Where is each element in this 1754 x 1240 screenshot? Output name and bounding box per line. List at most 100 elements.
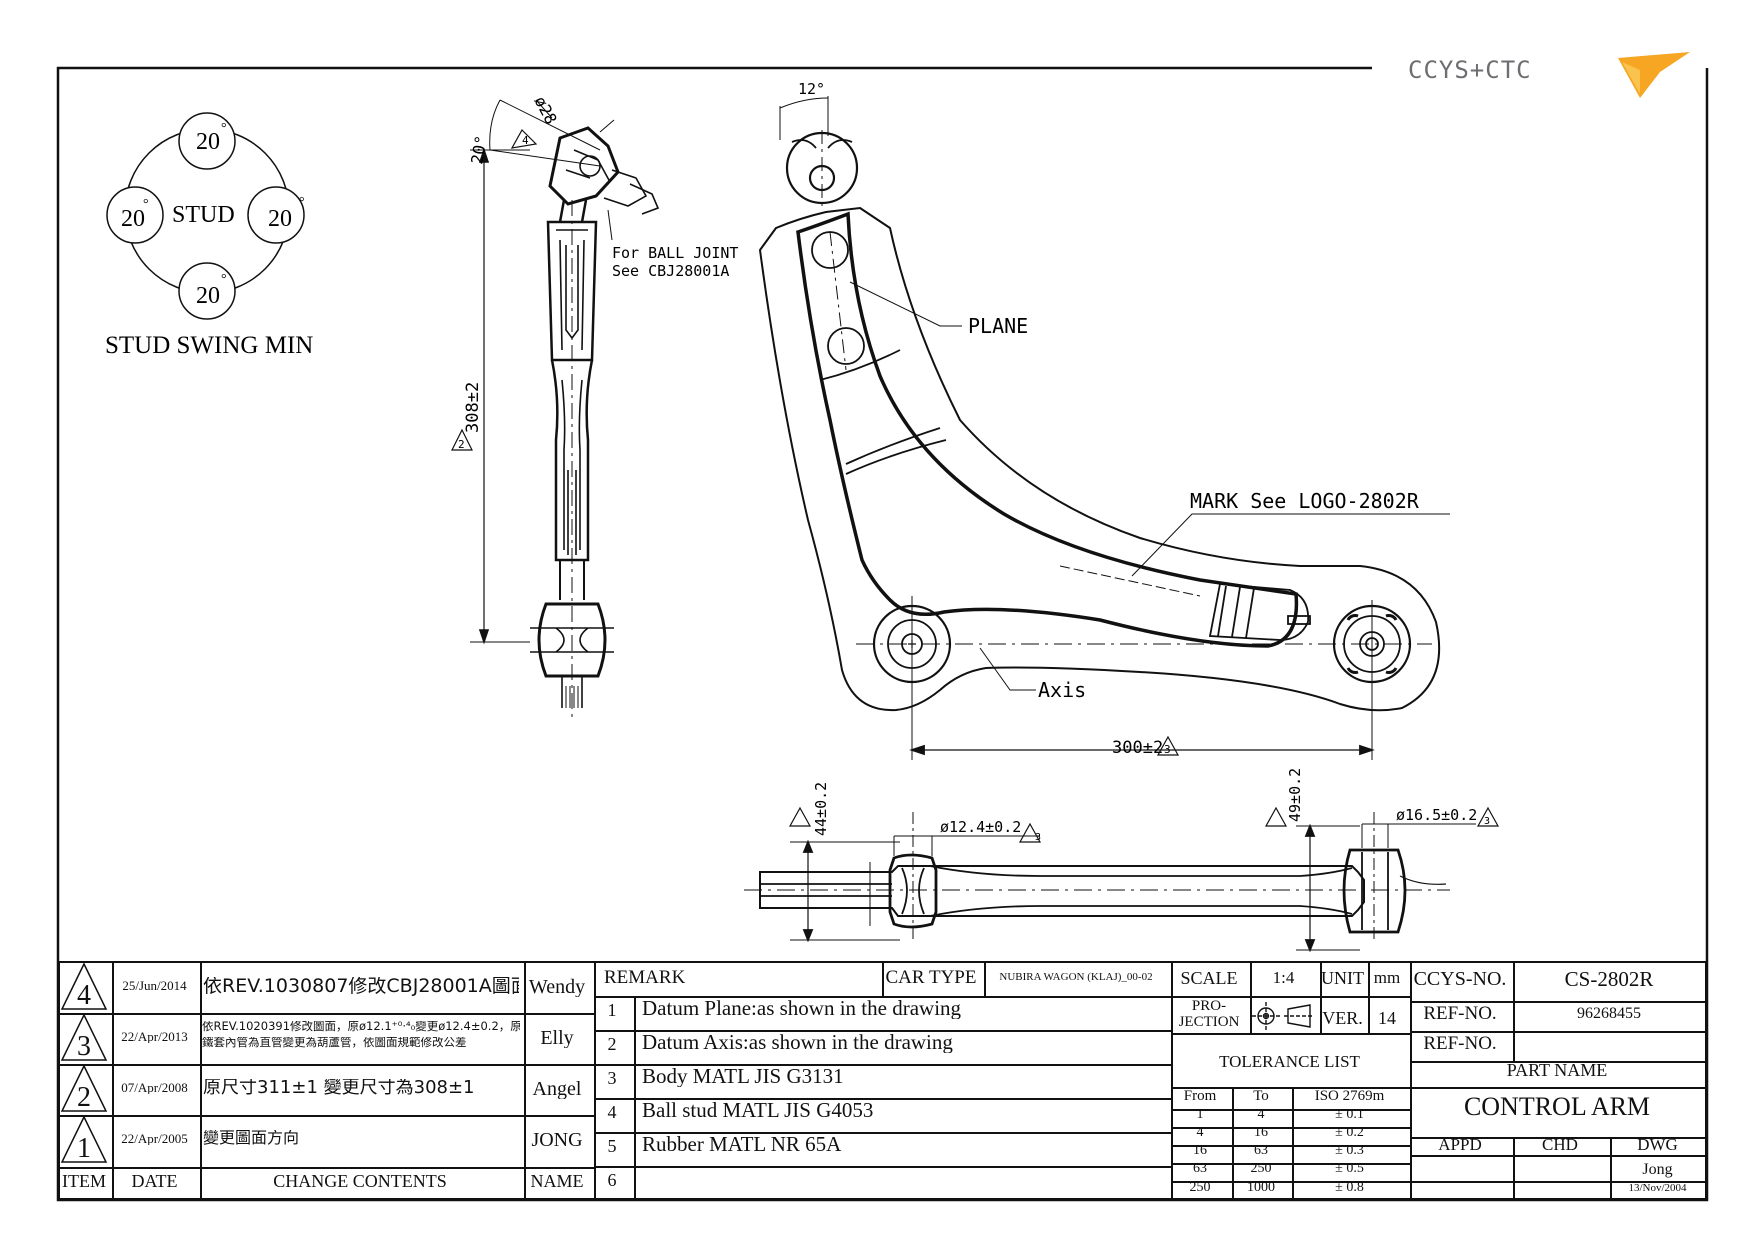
- dim-angle-20: 20°: [467, 134, 491, 166]
- tolerance-value: ± 0.2: [1335, 1126, 1364, 1140]
- tolerance-to: 16: [1254, 1126, 1268, 1140]
- header-item: ITEM: [62, 1172, 106, 1190]
- dim-angle-12: 12°: [798, 80, 825, 98]
- stud-label: STUD: [172, 202, 235, 228]
- tolerance-title: TOLERANCE LIST: [1219, 1053, 1360, 1070]
- ref-no-label: REF-NO.: [1423, 1034, 1497, 1053]
- tolerance-from: 1: [1196, 1108, 1204, 1122]
- dim-length-308: 308±2: [463, 382, 483, 433]
- scale-label: SCALE: [1180, 969, 1238, 987]
- dim-height-49: 49±0.2: [1286, 768, 1304, 822]
- remark-no: 2: [607, 1035, 617, 1053]
- revision-item: 4: [77, 982, 91, 1010]
- title-block: [58, 961, 1707, 1200]
- tolerance-from: 16: [1193, 1144, 1207, 1158]
- flag-3-number: 3: [1164, 743, 1171, 756]
- ccys-ctc-logo: CCYS+CTC: [1408, 52, 1690, 98]
- remark-text: Datum Plane:as shown in the drawing: [642, 998, 962, 1019]
- remark-no: 1: [607, 1001, 617, 1019]
- flag-4-number: 4: [522, 134, 529, 147]
- revision-date: 25/Jun/2014: [122, 979, 187, 992]
- stud-swing-right: 20: [268, 206, 292, 232]
- revision-contents: 原尺寸311±1 變更尺寸為308±1: [203, 1079, 475, 1097]
- approval-chd: CHD: [1542, 1136, 1578, 1153]
- tolerance-from: 63: [1193, 1162, 1207, 1176]
- ccys-no-label: CCYS-NO.: [1413, 969, 1507, 989]
- dim-diameter-12-4: ø12.4±0.2: [940, 818, 1021, 836]
- revision-item: 3: [77, 1033, 91, 1061]
- tolerance-value: ± 0.1: [1335, 1108, 1364, 1122]
- tolerance-header-to: To: [1253, 1089, 1269, 1104]
- stud-swing-left: 20: [121, 206, 145, 232]
- revision-date: 07/Apr/2008: [121, 1081, 188, 1094]
- dwg-date: 13/Nov/2004: [1628, 1183, 1687, 1194]
- main-view-drawing: [758, 96, 1450, 760]
- ref-no-value: 96268455: [1577, 1006, 1641, 1022]
- remark-text: Body MATL JIS G3131: [642, 1066, 844, 1087]
- tolerance-header-iso: ISO 2769m: [1314, 1089, 1385, 1104]
- stud-swing-top: 20: [196, 129, 220, 155]
- projection-label-1: PRO-: [1191, 999, 1227, 1014]
- tolerance-to: 1000: [1247, 1181, 1275, 1195]
- revision-name: Elly: [540, 1028, 574, 1048]
- header-name: NAME: [530, 1172, 584, 1190]
- projection-label-2: JECTION: [1178, 1015, 1240, 1030]
- dim-diameter-16-5: ø16.5±0.2: [1396, 806, 1477, 824]
- logo-text: CCYS+CTC: [1408, 56, 1532, 84]
- flag-3-number: 3: [1035, 832, 1041, 843]
- revision-name: Angel: [532, 1079, 582, 1099]
- tolerance-header-from: From: [1183, 1089, 1217, 1104]
- tolerance-from: 4: [1196, 1126, 1204, 1140]
- tolerance-to: 250: [1250, 1162, 1272, 1176]
- label-axis: Axis: [1038, 678, 1086, 702]
- stud-swing-diagram: [106, 112, 305, 320]
- revision-item: 2: [77, 1084, 91, 1112]
- flag-2-number: 2: [458, 438, 465, 451]
- revision-contents-line1: 依REV.1020391修改圖面，原ø12.1⁺⁰·⁴₀變更ø12.4±0.2，…: [202, 1021, 520, 1033]
- approval-dwg: DWG: [1637, 1136, 1678, 1153]
- degree-mark: °: [221, 272, 227, 287]
- dim-length-300: 300±2: [1112, 738, 1163, 758]
- revision-name: JONG: [531, 1130, 583, 1150]
- ccys-no-value: CS-2802R: [1564, 969, 1654, 990]
- dim-diameter-28: ø28: [530, 93, 560, 127]
- remark-no: 3: [607, 1069, 617, 1087]
- revision-date: 22/Apr/2013: [121, 1030, 188, 1043]
- part-name-value: CONTROL ARM: [1463, 1094, 1651, 1120]
- tolerance-to: 63: [1254, 1144, 1268, 1158]
- label-plane: PLANE: [968, 314, 1028, 338]
- unit-value: mm: [1373, 969, 1401, 986]
- part-name-label: PART NAME: [1506, 1061, 1608, 1079]
- remark-text: Datum Axis:as shown in the drawing: [642, 1032, 953, 1053]
- degree-mark: °: [143, 197, 149, 212]
- tolerance-value: ± 0.3: [1335, 1144, 1364, 1158]
- bottom-view-drawing: [744, 806, 1500, 953]
- revision-item: 1: [77, 1135, 91, 1163]
- dim-height-44: 44±0.2: [812, 782, 830, 836]
- ball-joint-note-1: For BALL JOINT: [612, 244, 738, 262]
- label-mark: MARK See LOGO-2802R: [1190, 489, 1420, 513]
- revision-contents-line2: 鐵套內管為直管變更為葫蘆管，依圖面規範修改公差: [202, 1037, 467, 1049]
- header-contents: CHANGE CONTENTS: [273, 1172, 447, 1190]
- car-type-label: CAR TYPE: [885, 968, 977, 987]
- degree-mark: °: [299, 195, 305, 210]
- tolerance-from: 250: [1189, 1181, 1211, 1195]
- remark-no: 6: [607, 1171, 617, 1189]
- approval-appd: APPD: [1438, 1136, 1482, 1153]
- remark-no: 4: [607, 1103, 617, 1121]
- remark-text: Ball stud MATL JIS G4053: [642, 1100, 874, 1121]
- tolerance-to: 4: [1257, 1108, 1265, 1122]
- remark-header: REMARK: [604, 968, 686, 987]
- third-angle-projection-icon: [1252, 1002, 1314, 1030]
- stud-swing-caption: STUD SWING MIN: [105, 332, 313, 359]
- flag-3-number: 3: [1484, 816, 1490, 827]
- ball-joint-note-2: See CBJ28001A: [612, 262, 729, 280]
- revision-date: 22/Apr/2005: [121, 1132, 188, 1145]
- dwg-name: Jong: [1642, 1162, 1673, 1178]
- stud-swing-bottom: 20: [196, 283, 220, 309]
- unit-label: UNIT: [1321, 969, 1364, 987]
- side-view-drawing: [451, 99, 660, 720]
- header-date: DATE: [131, 1172, 178, 1190]
- tolerance-value: ± 0.8: [1335, 1181, 1364, 1195]
